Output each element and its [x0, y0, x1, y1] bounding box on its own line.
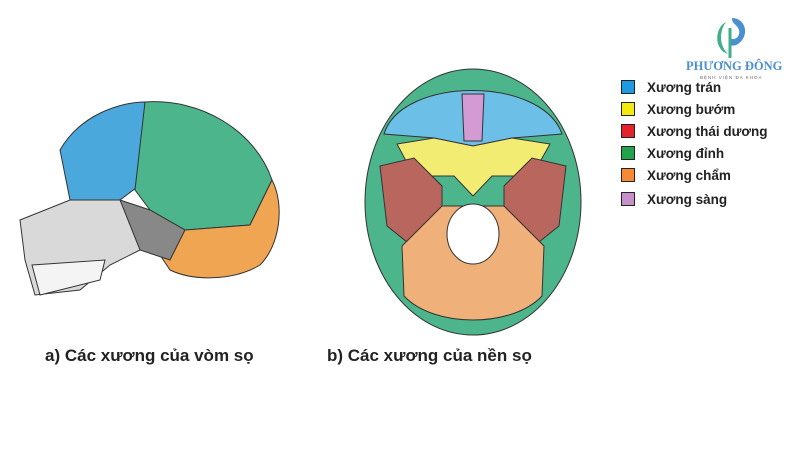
caption-b: b) Các xương của nền sọ	[327, 346, 532, 365]
legend-label: Xương đỉnh	[647, 145, 725, 161]
legend-label: Xương sàng	[647, 191, 728, 207]
caption-a: a) Các xương của vòm sọ	[45, 346, 254, 365]
legend-item-frontal: Xương trán	[621, 79, 721, 95]
phuong-dong-logo-icon	[717, 18, 746, 58]
legend-label: Xương trán	[647, 79, 722, 95]
legend-swatch	[621, 192, 635, 206]
legend-swatch	[621, 80, 635, 94]
legend-swatch	[621, 146, 635, 160]
legend-label: Xương chẩm	[647, 167, 731, 183]
legend-item-parietal: Xương đỉnh	[621, 145, 724, 161]
legend-item-temporal: Xương thái dương	[621, 123, 768, 139]
legend-item-sphenoid: Xương bướm	[621, 101, 735, 117]
legend-swatch	[621, 102, 635, 116]
legend-label: Xương bướm	[647, 101, 736, 117]
skull-base-view	[364, 68, 582, 336]
legend-label: Xương thái dương	[647, 123, 768, 139]
skull-lateral-view	[19, 101, 280, 296]
legend-item-ethmoid: Xương sàng	[621, 191, 727, 207]
logo-subtitle: BỆNH VIỆN ĐA KHOA	[700, 75, 763, 80]
legend-swatch	[621, 124, 635, 138]
legend-swatch	[621, 168, 635, 182]
legend-item-occipital: Xương chẩm	[621, 167, 731, 183]
logo-name: PHƯƠNG ĐÔNG	[686, 59, 783, 73]
